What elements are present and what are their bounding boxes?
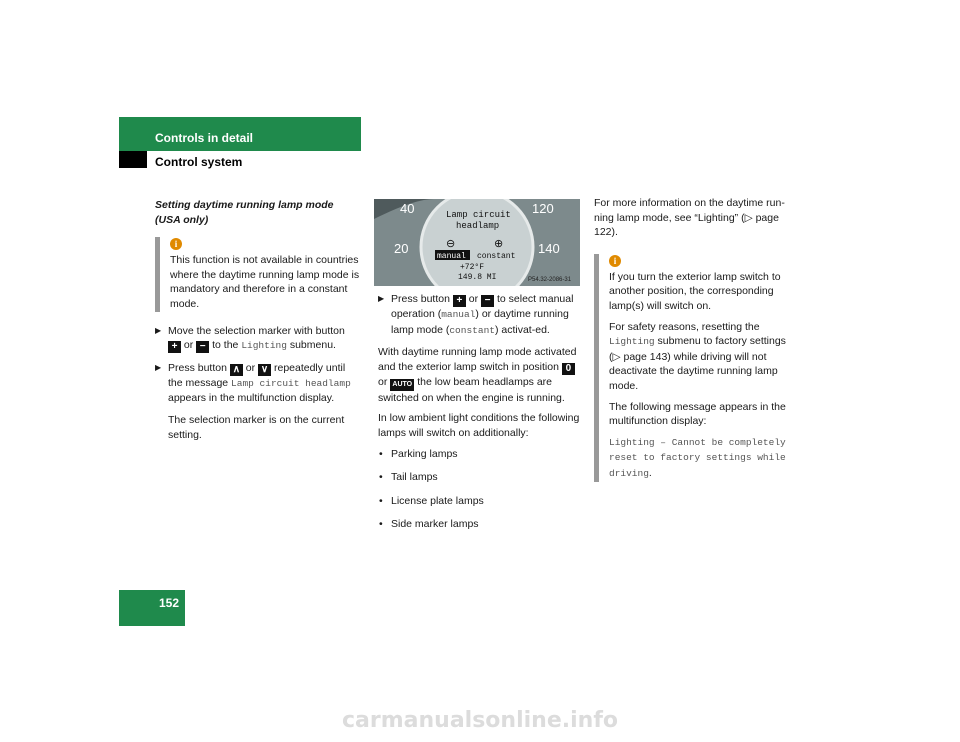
- step-item: ▶ Press button ∧ or ∨ repeatedly until t…: [155, 361, 351, 405]
- info-text: This function is not available in countr…: [170, 254, 360, 310]
- paragraph: For more information on the daytime run-…: [594, 197, 785, 239]
- speed-label: 140: [538, 241, 560, 256]
- column-1: Setting daytime running lamp mode(USA on…: [155, 198, 360, 442]
- list-item: •Parking lamps: [379, 447, 458, 460]
- speed-label: 120: [532, 201, 554, 216]
- speed-label: 20: [394, 241, 408, 256]
- info-text: If you turn the exterior lamp switch to …: [609, 270, 781, 312]
- arrow-bullet-icon: ▶: [155, 362, 162, 372]
- multifunction-display-image: 40 20 120 140 Lamp circuit headlamp ⊖ ⊕ …: [374, 199, 580, 286]
- display-temperature: +72°F: [460, 263, 484, 272]
- switch-auto-icon: AUTO: [390, 378, 415, 391]
- display-line: Lamp circuit: [446, 210, 511, 220]
- watermark: carmanualsonline.info: [342, 708, 618, 733]
- list-item: •License plate lamps: [379, 494, 484, 507]
- up-button-icon: ∧: [229, 363, 243, 376]
- section-heading: Setting daytime running lamp mode(USA on…: [155, 199, 334, 226]
- list-item: •Tail lamps: [379, 471, 438, 484]
- info-text: The following message appears in the mul…: [609, 400, 786, 428]
- step-item: ▶ Move the selection marker with button …: [155, 324, 345, 354]
- info-icon: i: [170, 238, 182, 251]
- subsection-title: Control system: [155, 155, 243, 169]
- list-item: •Side marker lamps: [379, 518, 479, 531]
- switch-0-icon: 0: [561, 362, 575, 375]
- info-box: i If you turn the exterior lamp switch t…: [594, 253, 799, 482]
- info-text: For safety reasons, resetting the Lighti…: [609, 320, 786, 392]
- arrow-bullet-icon: ▶: [378, 294, 385, 303]
- figure-code: P54.32-2086-31: [528, 277, 572, 283]
- info-icon: i: [609, 254, 621, 267]
- minus-button-icon: −: [481, 295, 495, 307]
- column-2: ▶ Press button + or − to select manual o…: [378, 292, 583, 541]
- plus-icon: ⊕: [494, 238, 503, 250]
- header-marker: [119, 151, 147, 168]
- arrow-bullet-icon: ▶: [155, 325, 162, 335]
- header-bar: [119, 117, 361, 151]
- info-message: Lighting – Cannot be completely reset to…: [609, 436, 786, 479]
- display-manual: manual: [437, 252, 466, 261]
- plus-button-icon: +: [168, 341, 181, 354]
- paragraph: In low ambient light conditions the foll…: [378, 412, 580, 439]
- speed-label: 40: [400, 201, 414, 216]
- display-odometer: 149.8 MI: [458, 273, 496, 282]
- step-item: ▶ Press button + or − to select manual o…: [378, 293, 574, 336]
- display-line: headlamp: [456, 221, 499, 231]
- column-3: For more information on the daytime run-…: [594, 196, 799, 488]
- section-title: Controls in detail: [155, 131, 254, 145]
- display-constant: constant: [477, 252, 515, 261]
- plus-button-icon: +: [452, 295, 466, 307]
- paragraph: With daytime running lamp mode activated…: [378, 346, 577, 404]
- page-number-box: [119, 590, 185, 626]
- minus-icon: ⊖: [446, 238, 455, 250]
- down-button-icon: ∨: [258, 363, 272, 376]
- page-number: 152: [158, 596, 179, 610]
- info-box: i This function is not available in coun…: [155, 237, 360, 312]
- note-text: The selection marker is on the current s…: [168, 413, 345, 441]
- minus-button-icon: −: [196, 341, 210, 354]
